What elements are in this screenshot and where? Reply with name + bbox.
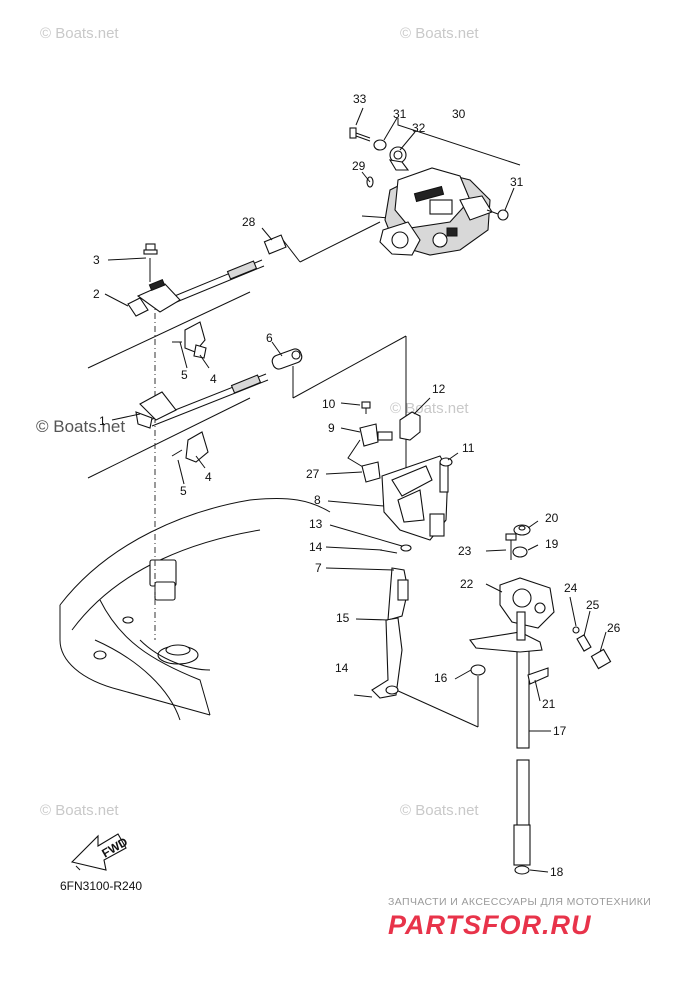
callout-31-right: 31 [510,175,524,189]
forward-arrow-icon: FWD [70,833,130,871]
callout-7: 7 [315,561,322,575]
watermark-middle-left: © Boats.net [36,417,125,436]
callout-8: 8 [314,493,321,507]
callout-32: 32 [412,121,426,135]
drawing-code: 6FN3100-R240 [60,879,142,893]
watermark-top-left: © Boats.net [40,25,119,42]
callout-9: 9 [328,421,335,435]
callout-5-upper: 5 [181,368,188,382]
cable-joints [263,234,303,370]
callout-23: 23 [458,544,472,558]
callout-2: 2 [93,287,100,301]
throttle-bracket-assembly [347,401,453,552]
callout-1: 1 [99,414,106,428]
cable-assembly-upper [127,243,265,359]
watermark-bottom-right: © Boats.net [400,802,479,819]
ad-tagline: ЗАПЧАСТИ И АКСЕССУАРЫ ДЛЯ МОТОТЕХНИКИ [388,896,651,908]
callout-19: 19 [545,537,559,551]
callout-4-upper: 4 [210,372,217,386]
callout-24: 24 [564,581,578,595]
callout-10: 10 [322,397,336,411]
callouts: 33 31 30 32 29 31 28 3 2 5 4 6 1 5 4 12 … [93,92,621,879]
callout-14-lower: 14 [335,661,349,675]
callout-13: 13 [309,517,323,531]
callout-26: 26 [607,621,621,635]
callout-3: 3 [93,253,100,267]
fwd-label: FWD [99,834,130,860]
callout-29: 29 [352,159,366,173]
callout-25: 25 [586,598,600,612]
watermark-top-right: © Boats.net [400,25,479,42]
callout-6: 6 [266,331,273,345]
callout-12: 12 [432,382,446,396]
callout-18: 18 [550,865,564,879]
control-fasteners [349,127,509,221]
watermark-middle-right: © Boats.net [390,400,469,417]
callout-leaders [104,107,607,873]
callout-15: 15 [336,611,350,625]
control-unit [379,167,493,256]
watermarks: © Boats.net © Boats.net © Boats.net © Bo… [36,25,479,819]
engine-housing-outline [59,291,331,721]
callout-30: 30 [452,107,466,121]
callout-31-top: 31 [393,107,407,121]
callout-17: 17 [553,724,567,738]
callout-22: 22 [460,577,474,591]
callout-27: 27 [306,467,320,481]
cable-assembly-lower [135,373,269,463]
ad-banner: ЗАПЧАСТИ И АКСЕССУАРЫ ДЛЯ МОТОТЕХНИКИ PA… [388,896,651,940]
callout-4-lower: 4 [205,470,212,484]
ad-brand-logo: PARTSFOR.RU [388,910,592,940]
watermark-bottom-left: © Boats.net [40,802,119,819]
shift-shaft-assembly [469,524,612,875]
callout-16: 16 [434,671,448,685]
shift-link-assembly [353,549,409,699]
callout-20: 20 [545,511,559,525]
callout-14-upper: 14 [309,540,323,554]
callout-11: 11 [462,441,475,455]
callout-5-lower: 5 [180,484,187,498]
callout-21: 21 [542,697,556,711]
callout-33: 33 [353,92,367,106]
callout-28: 28 [242,215,256,229]
